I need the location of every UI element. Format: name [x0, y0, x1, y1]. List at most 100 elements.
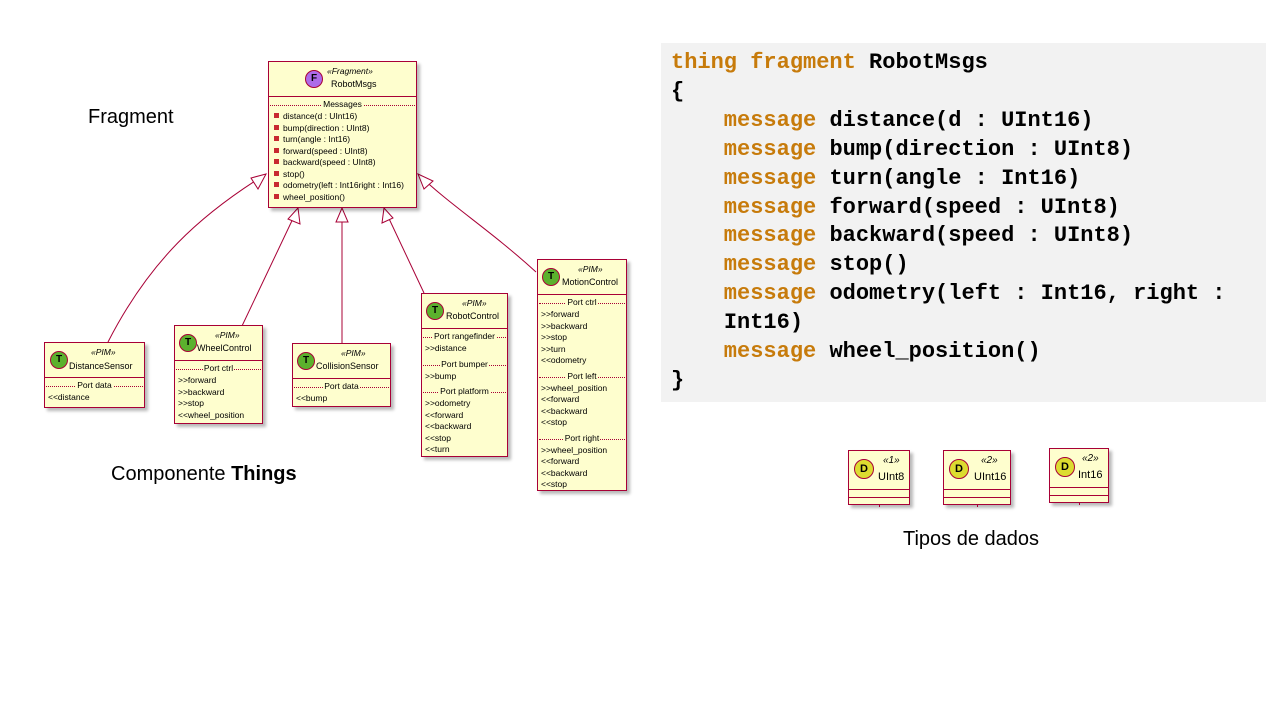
- datatype-name: UInt8: [878, 471, 905, 483]
- thing-header: T «PIM» MotionControl: [538, 260, 626, 295]
- thing-motioncontrol: T «PIM» MotionControl Port ctrl >>forwar…: [537, 259, 627, 491]
- datatype-separator: [1050, 495, 1108, 496]
- code-line: message wheel_position(): [671, 339, 1041, 365]
- port-row: >>bump: [425, 370, 457, 381]
- port-row: >>backward: [178, 386, 225, 397]
- thing-stereotype: «PIM»: [462, 298, 487, 308]
- thing-name: MotionControl: [562, 277, 619, 287]
- arrow-wheelcontrol: [241, 207, 299, 327]
- thing-badge-icon: T: [426, 302, 444, 320]
- fragment-name: RobotMsgs: [331, 79, 377, 89]
- port-section-title: Port rangefinder: [422, 331, 507, 342]
- port-rows: >>wheel_position <<forward <<backward <<…: [538, 382, 626, 431]
- port-row: >>stop: [178, 398, 204, 408]
- thingml-code-block: thing fragment RobotMsgs { message dista…: [661, 43, 1266, 402]
- datatypes-label: Tipos de dados: [903, 528, 1040, 550]
- thing-robotcontrol: T «PIM» RobotControl Port rangefinder >>…: [421, 293, 508, 457]
- arrowhead-robotcontrol: [381, 206, 394, 224]
- fragment-class-header: F «Fragment» RobotMsgs: [269, 62, 416, 97]
- code-line: message turn(angle : Int16): [671, 165, 1081, 191]
- datatype-stereotype: «2»: [981, 455, 998, 466]
- port-section-title: Port ctrl: [175, 363, 262, 374]
- port-row: <<stop: [425, 432, 451, 443]
- thing-stereotype: «PIM»: [578, 264, 603, 274]
- port-row: <<forward: [425, 409, 464, 420]
- thing-header: T «PIM» DistanceSensor: [45, 343, 144, 378]
- port-section-title: Port left: [538, 370, 626, 382]
- thing-header: T «PIM» RobotControl: [422, 294, 507, 329]
- port-rows: <<distance: [45, 391, 144, 406]
- code-line: message odometry(left : Int16, right :: [671, 281, 1226, 307]
- code-line: message forward(speed : UInt8): [671, 194, 1120, 220]
- message-row: forward(speed : UInt8): [272, 146, 413, 158]
- port-row: <<stop: [541, 479, 567, 489]
- port-row: <<backward: [541, 405, 588, 416]
- arrowhead-motioncontrol: [417, 173, 434, 190]
- fragment-stereotype: «Fragment»: [327, 66, 373, 76]
- port-row: <<turn: [425, 444, 450, 454]
- datatype-stereotype: «2»: [1082, 453, 1099, 464]
- thing-distancesensor: T «PIM» DistanceSensor Port data <<dista…: [44, 342, 145, 408]
- datatype-separator: [1050, 487, 1108, 488]
- port-row: <<wheel_position: [178, 409, 245, 420]
- message-row: wheel_position(): [272, 192, 413, 204]
- thing-badge-icon: T: [179, 334, 197, 352]
- thing-header: T «PIM» WheelControl: [175, 326, 262, 361]
- datatype-int16: D «2» Int16: [1049, 448, 1109, 505]
- port-row: <<forward: [541, 394, 580, 404]
- port-row: <<backward: [541, 467, 588, 478]
- port-row: <<forward: [541, 456, 580, 466]
- port-rows: >>bump: [422, 370, 507, 385]
- thing-header: T «PIM» CollisionSensor: [293, 344, 390, 379]
- datatype-tick: [879, 504, 880, 507]
- datatype-separator: [944, 489, 1010, 490]
- thing-stereotype: «PIM»: [215, 330, 240, 340]
- port-rows: >>forward >>backward >>stop <<wheel_posi…: [175, 374, 262, 423]
- code-line: Int16): [723, 310, 804, 336]
- datatype-tick: [977, 504, 978, 507]
- thing-collisionsensor: T «PIM» CollisionSensor Port data <<bump: [292, 343, 391, 407]
- thing-stereotype: «PIM»: [91, 347, 116, 357]
- datatype-uint8: D «1» UInt8: [848, 450, 910, 507]
- port-row: >>stop: [541, 332, 567, 342]
- message-row: odometry(left : Int16right : Int16): [272, 180, 413, 192]
- message-row: stop(): [272, 169, 413, 181]
- port-rows: >>wheel_position <<forward <<backward <<…: [538, 444, 626, 493]
- port-section-title: Port data: [293, 381, 390, 392]
- message-row: backward(speed : UInt8): [272, 157, 413, 169]
- port-rows: <<bump: [293, 392, 390, 407]
- port-row: >>turn: [541, 343, 566, 354]
- fragment-section-title: Messages: [269, 99, 416, 110]
- components-label-bold: Things: [231, 463, 297, 485]
- port-row: <<odometry: [541, 355, 587, 365]
- port-rows: >>distance: [422, 342, 507, 357]
- thing-name: RobotControl: [446, 311, 500, 321]
- thing-wheelcontrol: T «PIM» WheelControl Port ctrl >>forward…: [174, 325, 263, 424]
- fragment-class-robotmsgs: F «Fragment» RobotMsgs Messages distance…: [268, 61, 417, 208]
- code-line: message backward(speed : UInt8): [671, 223, 1134, 249]
- port-rows: >>odometry <<forward <<backward <<stop <…: [422, 397, 507, 458]
- port-row: <<distance: [48, 392, 90, 402]
- port-section-title: Port platform: [422, 386, 507, 397]
- port-row: <<backward: [425, 421, 472, 431]
- code-line: message stop(): [671, 252, 909, 278]
- arrow-motioncontrol: [417, 173, 537, 273]
- port-row: >>distance: [425, 343, 467, 353]
- thing-badge-icon: T: [297, 352, 315, 370]
- port-section-title: Port bumper: [422, 358, 507, 370]
- datatype-badge-icon: D: [949, 459, 969, 479]
- fragment-message-list: distance(d : UInt16) bump(direction : UI…: [269, 110, 416, 205]
- datatype-badge-icon: D: [854, 459, 874, 479]
- thing-name: CollisionSensor: [316, 361, 379, 371]
- port-row: >>wheel_position: [541, 444, 608, 455]
- arrowhead-collisionsensor: [335, 206, 349, 223]
- fragment-label: Fragment: [88, 106, 174, 128]
- datatype-tick: [1079, 502, 1080, 505]
- thing-name: DistanceSensor: [69, 361, 133, 371]
- datatype-separator: [849, 489, 909, 490]
- arrowhead-wheelcontrol: [287, 206, 301, 225]
- arrow-robotcontrol: [383, 207, 425, 294]
- code-line: }: [671, 367, 685, 393]
- code-line: {: [671, 78, 685, 104]
